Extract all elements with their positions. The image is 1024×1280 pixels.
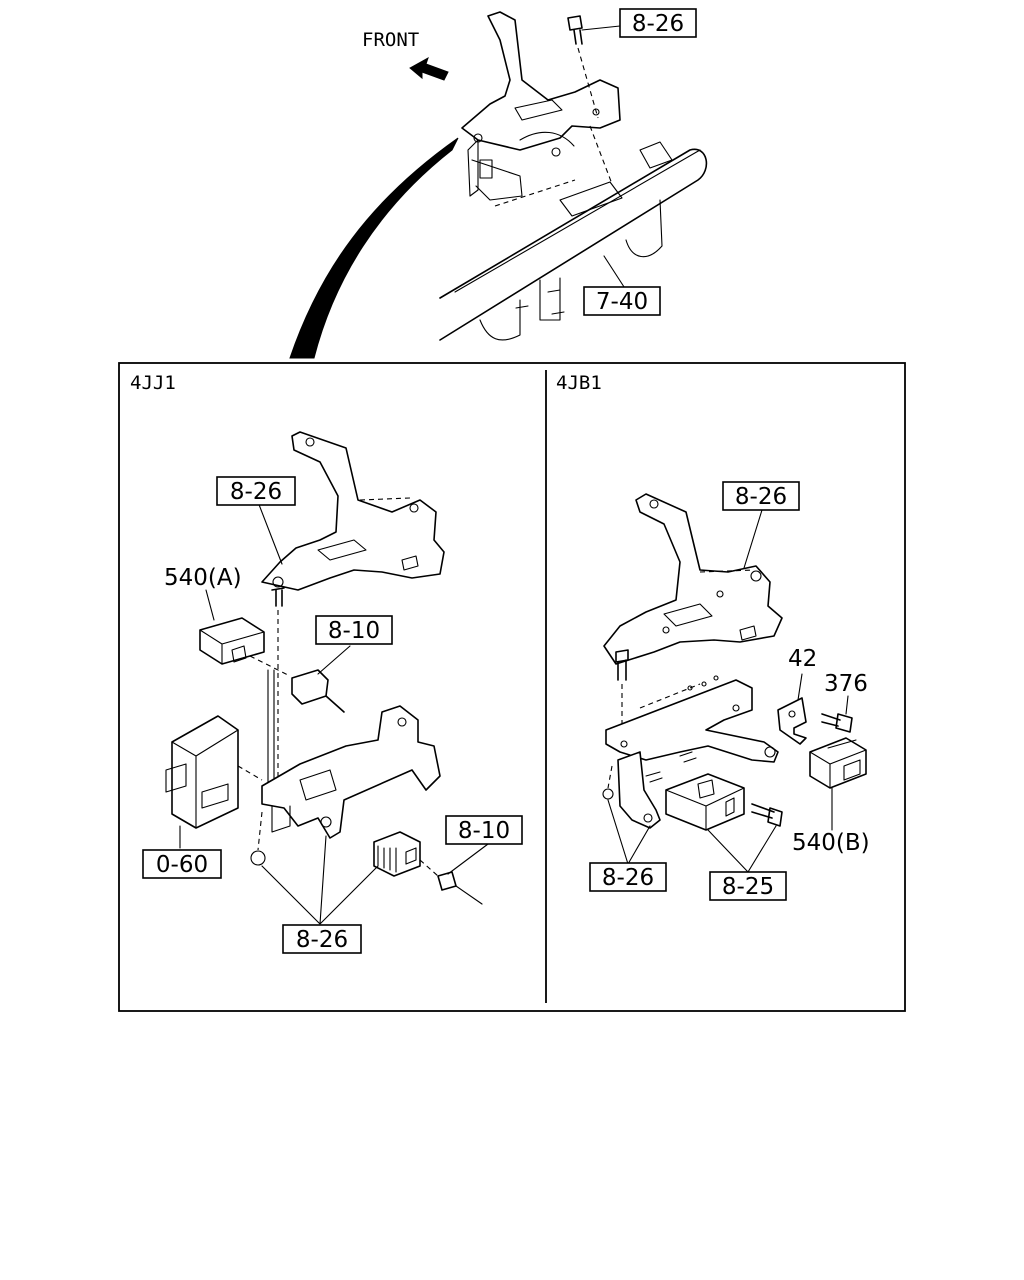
front-label: FRONT [362, 29, 419, 51]
detail-pointer-arrow-icon [289, 137, 459, 359]
left-panel-drawing [165, 431, 489, 925]
right-lower-leg [617, 751, 661, 829]
detail-frame [118, 362, 906, 1012]
svg-text:8-26: 8-26 [296, 927, 348, 953]
left-module [171, 715, 239, 829]
front-arrow-icon [409, 56, 449, 81]
svg-text:7-40: 7-40 [596, 289, 648, 315]
callout-right-fasteners [589, 862, 667, 892]
overview-crossmember [439, 148, 708, 341]
right-bracket [603, 493, 783, 665]
callout-left-connector-upper [315, 615, 393, 645]
svg-text:8-26: 8-26 [602, 865, 654, 891]
left-bracket [261, 431, 445, 591]
svg-text:8-25: 8-25 [722, 874, 774, 900]
left-relay-lower [373, 831, 421, 877]
panel-title-4jb1: 4JB1 [556, 372, 602, 394]
callout-right-mount [709, 871, 787, 901]
callout-top-bolt [619, 8, 697, 38]
right-mount-block [665, 773, 745, 831]
right-plate [605, 679, 779, 763]
callout-right-bracket [722, 481, 800, 511]
svg-text:8-10: 8-10 [328, 618, 380, 644]
left-connector-lower [437, 871, 457, 891]
svg-text:8-10: 8-10 [458, 818, 510, 844]
left-mount-bracket [261, 705, 441, 839]
callout-crossmember [583, 286, 661, 316]
overview-bolt [567, 15, 583, 31]
callout-left-bracket [216, 476, 296, 506]
right-clip [777, 697, 807, 745]
right-panel-drawing [602, 493, 867, 873]
svg-text:8-26: 8-26 [230, 479, 282, 505]
panel-title-4jj1: 4JJ1 [130, 372, 176, 394]
callout-left-relay: 540(A) [164, 565, 242, 591]
svg-text:0-60: 0-60 [156, 852, 208, 878]
right-relay [809, 737, 867, 789]
overview-bracket [461, 11, 621, 151]
left-connector-upper [291, 669, 329, 705]
callout-left-connector-lower [445, 815, 523, 845]
callout-right-relay: 540(B) [792, 830, 870, 856]
callout-left-fasteners [282, 924, 362, 954]
svg-text:8-26: 8-26 [632, 11, 684, 37]
callout-right-bolt: 376 [824, 671, 868, 697]
svg-text:8-26: 8-26 [735, 484, 787, 510]
callout-left-module [142, 849, 222, 879]
callout-right-clip: 42 [788, 646, 817, 672]
overview-assembly: FRONT [289, 11, 708, 359]
